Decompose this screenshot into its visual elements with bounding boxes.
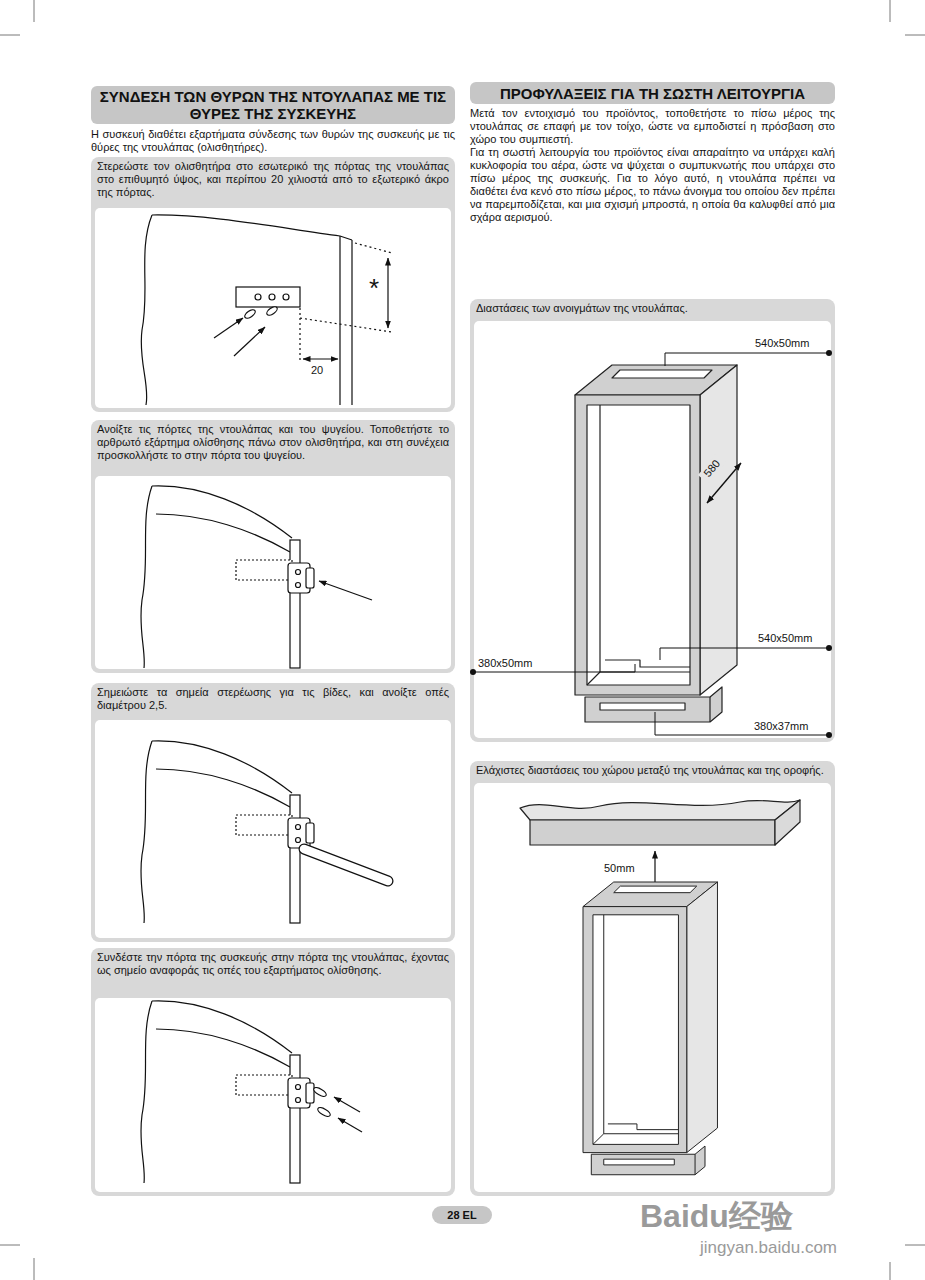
slider-fixing-figure <box>234 327 265 356</box>
step-panel: Ανοίξτε τις πόρτες της ντουλάπας και του… <box>91 420 455 673</box>
instruction-text: Στερεώστε τον ολισθητήρα στο εσωτερικό τ… <box>97 160 449 199</box>
heading-text: ΠΡΟΦΥΛΑΞΕΙΣ ΓΙΑ ΤΗ ΣΩΣΤΗ ΛΕΙΤΟΥΡΓΙΑ <box>500 85 805 102</box>
ceiling-figure <box>520 800 800 892</box>
panel-grounds <box>91 420 455 673</box>
door-figure <box>152 486 292 538</box>
slider-fixing-figure <box>355 243 392 253</box>
dimension-value: 380x37mm <box>754 720 826 733</box>
ceiling-figure <box>520 800 800 820</box>
screws-figure <box>338 1118 362 1132</box>
dimension-value: 540x50mm <box>758 632 830 645</box>
slider-fixing-figure <box>141 215 392 405</box>
door-arrow <box>319 581 372 600</box>
dimension-leaders <box>660 648 829 660</box>
door-figure <box>141 741 314 923</box>
door-figure <box>296 570 301 575</box>
dimension-leaders <box>473 353 829 735</box>
step-panel: Στερεώστε τον ολισθητήρα στο εσωτερικό τ… <box>91 157 455 412</box>
instruction-text: Συνδέστε την πόρτα της συσκευής στην πόρ… <box>97 951 449 977</box>
ceiling-figure <box>775 800 800 845</box>
watermark: Baidu经验 <box>640 1198 880 1234</box>
cabinet-figure <box>583 882 717 1175</box>
screws-figure <box>316 1106 331 1118</box>
ceiling-figure <box>530 820 775 845</box>
step-panel: Σημειώστε τα σημεία στερέωσης για τις βί… <box>91 683 455 942</box>
drill-figure <box>304 849 388 881</box>
slider-fixing-figure <box>236 287 300 307</box>
heading-text: ΣΥΝΔΕΣΗ ΤΩΝ ΘΥΡΩΝ ΤΗΣ ΝΤΟΥΛΑΠΑΣ ΜΕ ΤΙΣ Θ… <box>97 88 449 122</box>
panel-grounds <box>470 761 835 1196</box>
intro-text: Η συσκευή διαθέτει εξαρτήματα σύνδεσης τ… <box>91 128 455 154</box>
screws-figure <box>312 1086 362 1132</box>
dimension-value: 20 <box>306 364 328 377</box>
dimension-leaders <box>655 712 829 735</box>
slider-fixing-figure <box>255 294 261 300</box>
slider-fixing-figure <box>269 294 275 300</box>
panel-grounds <box>91 157 455 412</box>
panel-grounds <box>91 683 455 942</box>
dimension-leaders <box>665 353 829 366</box>
drill-figure <box>304 849 388 881</box>
cabinet-figure <box>575 365 737 722</box>
panel-grounds <box>91 948 455 1196</box>
door-figure <box>141 486 152 668</box>
door-arrow <box>319 581 372 600</box>
slider-fixing-figure <box>214 318 243 338</box>
slider-fixing-figure <box>387 258 388 328</box>
dimension-value: 580 <box>698 454 726 484</box>
panel-grounds <box>91 157 835 1196</box>
panel-grounds <box>95 476 451 669</box>
dimension-mark: * <box>364 274 384 302</box>
panel-grounds <box>474 783 831 1192</box>
watermark: jingyan.baidu.com <box>700 1238 880 1258</box>
slider-fixing-figure <box>300 318 392 332</box>
dimension-value: 50mm <box>604 862 648 875</box>
panel-grounds <box>470 299 835 742</box>
section-heading: ΣΥΝΔΕΣΗ ΤΩΝ ΘΥΡΩΝ ΤΗΣ ΝΤΟΥΛΑΠΑΣ ΜΕ ΤΙΣ Θ… <box>91 86 455 124</box>
panel-grounds <box>474 321 831 738</box>
panel-grounds <box>95 998 451 1192</box>
slider-fixing-figure <box>283 294 289 300</box>
slider-fixing-figure <box>141 215 152 405</box>
screws-figure <box>334 1097 360 1112</box>
instruction-text: Ανοίξτε τις πόρτες της ντουλάπας και του… <box>97 423 449 462</box>
dimension-value: 380x50mm <box>478 657 550 670</box>
door-figure <box>236 560 292 580</box>
door-figure <box>141 486 314 668</box>
dimension-value: 540x50mm <box>755 337 827 350</box>
section-heading: ΠΡΟΦΥΛΑΞΕΙΣ ΓΙΑ ΤΗ ΣΩΣΤΗ ΛΕΙΤΟΥΡΓΙΑ <box>470 82 835 104</box>
door-figure <box>296 583 301 588</box>
screws-figure <box>312 1086 327 1098</box>
door-figure <box>141 1001 314 1183</box>
panel-grounds <box>95 720 451 938</box>
instruction-text: Σημειώστε τα σημεία στερέωσης για τις βί… <box>97 686 449 712</box>
slider-fixing-figure <box>265 305 278 317</box>
step-panel: Συνδέστε την πόρτα της συσκευής στην πόρ… <box>91 948 455 1196</box>
panel-grounds <box>95 208 451 408</box>
door-figure <box>290 540 300 668</box>
slider-fixing-figure <box>243 308 256 320</box>
door-figure <box>306 568 314 588</box>
instruction-text: Διαστάσεις των ανοιγμάτων της ντουλάπας. <box>476 302 829 315</box>
figure-panel: Διαστάσεις των ανοιγμάτων της ντουλάπας. <box>470 299 835 742</box>
slider-fixing-figure <box>299 308 300 362</box>
slider-fixing-figure <box>340 236 352 405</box>
drill-figure <box>304 849 388 881</box>
page-number-text: 28 EL <box>447 1209 476 1222</box>
slider-fixing-figure <box>303 358 338 359</box>
instruction-text: Ελάχιστες διαστάσεις του χώρου μεταξύ τη… <box>476 764 829 777</box>
door-figure <box>156 514 290 552</box>
figure-panel: Ελάχιστες διαστάσεις του χώρου μεταξύ τη… <box>470 761 835 1196</box>
slider-fixing-figure <box>152 215 352 240</box>
page-number: 28 EL <box>432 1206 492 1224</box>
body-text: Για τη σωστή λειτουργία του προϊόντος εί… <box>470 146 835 224</box>
body-text: Μετά τον εντοιχισμό του προϊόντος, τοποθ… <box>470 107 835 146</box>
